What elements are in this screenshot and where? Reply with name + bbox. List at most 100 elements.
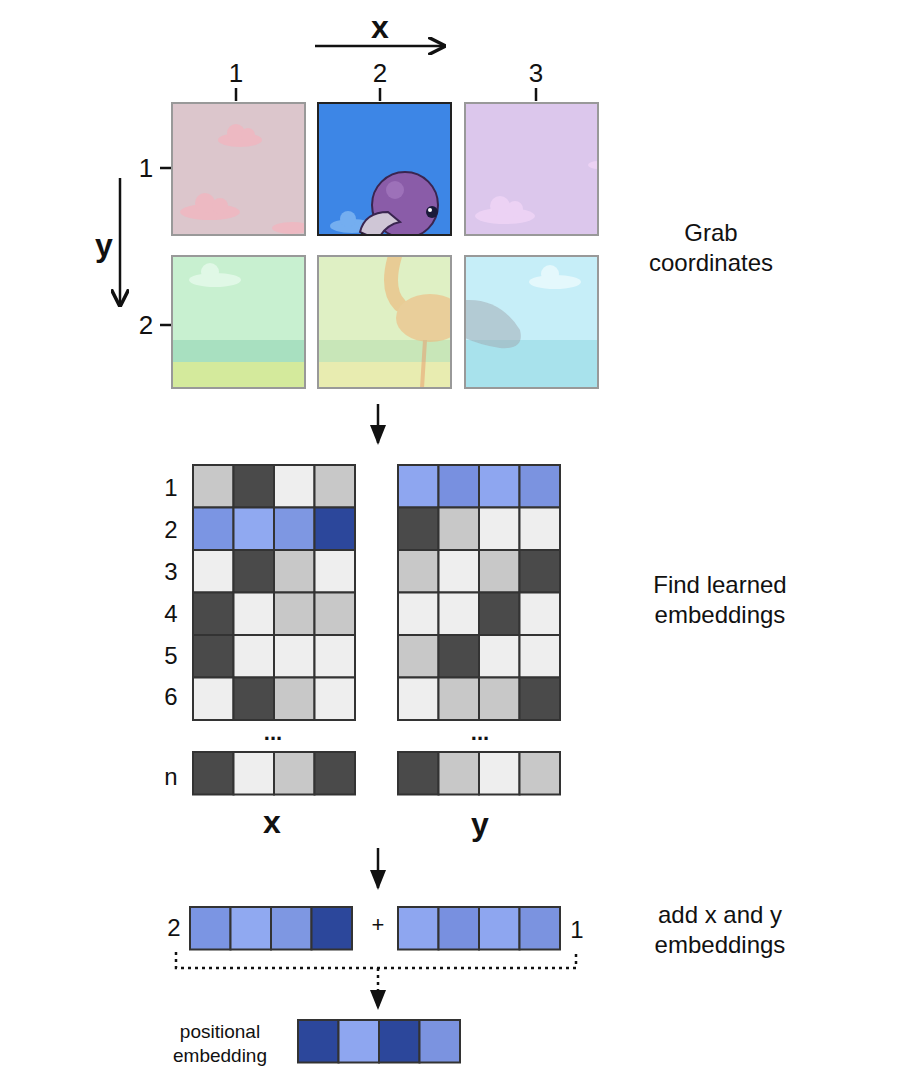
row-index: 6: [164, 682, 177, 712]
embedding-cell: [479, 907, 520, 950]
embedding-cell: [234, 593, 275, 636]
x-embedding-row: [193, 593, 355, 636]
coordinate-index: 1: [570, 915, 583, 945]
y-embedding-vector: [398, 907, 560, 950]
embedding-cell: [439, 752, 480, 795]
embedding-cell: [439, 550, 480, 593]
step-note: Grab coordinates: [631, 218, 791, 278]
embedding-cell: [193, 508, 234, 551]
tick: [235, 88, 238, 101]
down-arrow: [377, 404, 380, 443]
tick: [379, 88, 382, 101]
embedding-cell: [439, 907, 480, 950]
x-embedding-row: [193, 678, 355, 721]
embedding-cell: [231, 907, 272, 950]
embedding-cell: [234, 550, 275, 593]
embedding-cell: [398, 678, 439, 721]
axis-label: y: [95, 225, 113, 265]
tick: [160, 167, 171, 170]
embedding-cell: [439, 508, 480, 551]
embedding-cell: [312, 907, 353, 950]
embedding-cell: [479, 550, 520, 593]
result-label: positional embedding: [165, 1020, 275, 1068]
embedding-cells: [190, 465, 560, 1063]
row-index: 4: [164, 599, 177, 629]
embedding-cell: [315, 678, 356, 721]
embedding-cell: [271, 907, 312, 950]
sum-bracket: [176, 952, 576, 968]
image-patch: [318, 103, 451, 235]
embedding-cell: [193, 678, 234, 721]
image-patch: [465, 103, 598, 235]
row-number: 2: [139, 309, 153, 342]
x-embedding-row: [193, 550, 355, 593]
embedding-cell: [520, 907, 561, 950]
embedding-cell: [520, 465, 561, 508]
row-index: 2: [164, 515, 177, 545]
embedding-cell: [274, 593, 315, 636]
y-embedding-row: [398, 635, 560, 678]
embedding-cell: [520, 678, 561, 721]
y-embedding-row: [398, 550, 560, 593]
embedding-cell: [520, 550, 561, 593]
embedding-cell: [234, 465, 275, 508]
x-embedding-row: [193, 752, 355, 795]
embedding-cell: [520, 635, 561, 678]
embedding-cell: [479, 465, 520, 508]
plus-sign: +: [372, 911, 385, 939]
embedding-cell: [379, 1020, 420, 1063]
patch-borders: [172, 103, 598, 388]
embedding-cell: [193, 635, 234, 678]
embedding-cell: [193, 593, 234, 636]
down-arrow: [377, 848, 380, 888]
y-embedding-row: [398, 678, 560, 721]
row-index: n: [164, 762, 177, 792]
embedding-cell: [315, 635, 356, 678]
embedding-cell: [234, 678, 275, 721]
embedding-cell: [439, 635, 480, 678]
flow-arrows: [176, 404, 576, 1008]
embedding-cell: [398, 635, 439, 678]
embedding-cell: [398, 593, 439, 636]
embedding-cell: [439, 465, 480, 508]
dotted-arrow: [377, 968, 380, 1008]
tick: [160, 324, 171, 327]
x-embedding-vector: [190, 907, 352, 950]
embedding-cell: [193, 752, 234, 795]
image-patch: [172, 256, 305, 388]
embedding-cell: [398, 465, 439, 508]
embedding-cell: [420, 1020, 461, 1063]
embedding-cell: [234, 635, 275, 678]
embedding-cell: [398, 752, 439, 795]
embedding-cell: [479, 593, 520, 636]
embedding-cell: [234, 508, 275, 551]
embedding-cell: [479, 678, 520, 721]
y-embedding-row: [398, 593, 560, 636]
embedding-cell: [520, 508, 561, 551]
x-embedding-row: [193, 508, 355, 551]
row-index: 5: [164, 641, 177, 671]
y-embedding-row: [398, 508, 560, 551]
y-embedding-row: [398, 465, 560, 508]
embedding-cell: [274, 465, 315, 508]
embedding-cell: [479, 508, 520, 551]
image-patch: [172, 103, 305, 235]
embedding-cell: [439, 593, 480, 636]
embedding-cell: [315, 752, 356, 795]
row-number: 1: [139, 152, 153, 185]
embedding-cell: [193, 465, 234, 508]
embedding-cell: [398, 907, 439, 950]
row-index: 1: [164, 473, 177, 503]
embedding-cell: [274, 635, 315, 678]
embedding-cell: [315, 593, 356, 636]
step-note: add x and y embeddings: [630, 900, 810, 960]
embedding-cell: [274, 550, 315, 593]
embedding-cell: [234, 752, 275, 795]
embedding-cell: [315, 508, 356, 551]
embedding-cell: [274, 678, 315, 721]
image-patch: [318, 256, 451, 388]
embedding-cell: [439, 678, 480, 721]
embedding-cell: [479, 752, 520, 795]
positional-embedding-vector: [298, 1020, 460, 1063]
